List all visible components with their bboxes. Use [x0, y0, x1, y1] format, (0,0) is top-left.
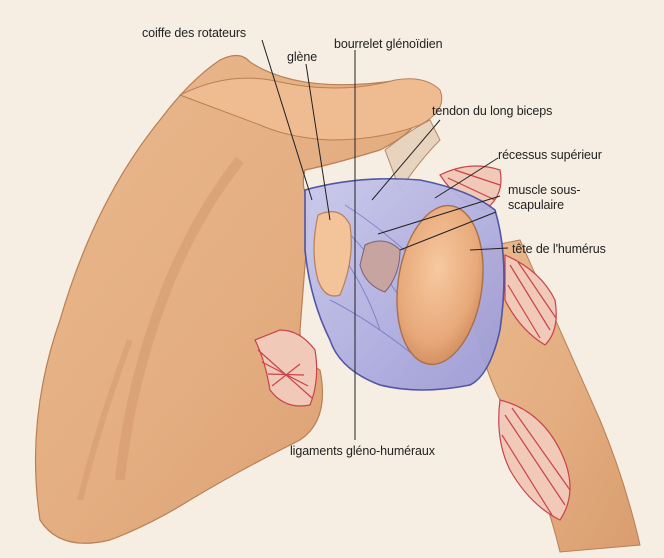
label-glene: glène	[287, 50, 317, 64]
label-tete-de-l-humerus: tête de l'humérus	[512, 242, 606, 256]
label-muscle-sous-scapulaire-line2: scapulaire	[508, 198, 564, 212]
label-ligaments-gleno-humeraux: ligaments gléno-huméraux	[290, 444, 435, 458]
label-recessus-superieur: récessus supérieur	[498, 148, 602, 162]
label-muscle-sous-scapulaire-line1: muscle sous-	[508, 183, 580, 197]
label-tendon-du-long-biceps: tendon du long biceps	[432, 104, 552, 118]
label-bourrelet-glenoidien: bourrelet glénoïdien	[334, 37, 443, 51]
label-coiffe-des-rotateurs: coiffe des rotateurs	[142, 26, 246, 40]
